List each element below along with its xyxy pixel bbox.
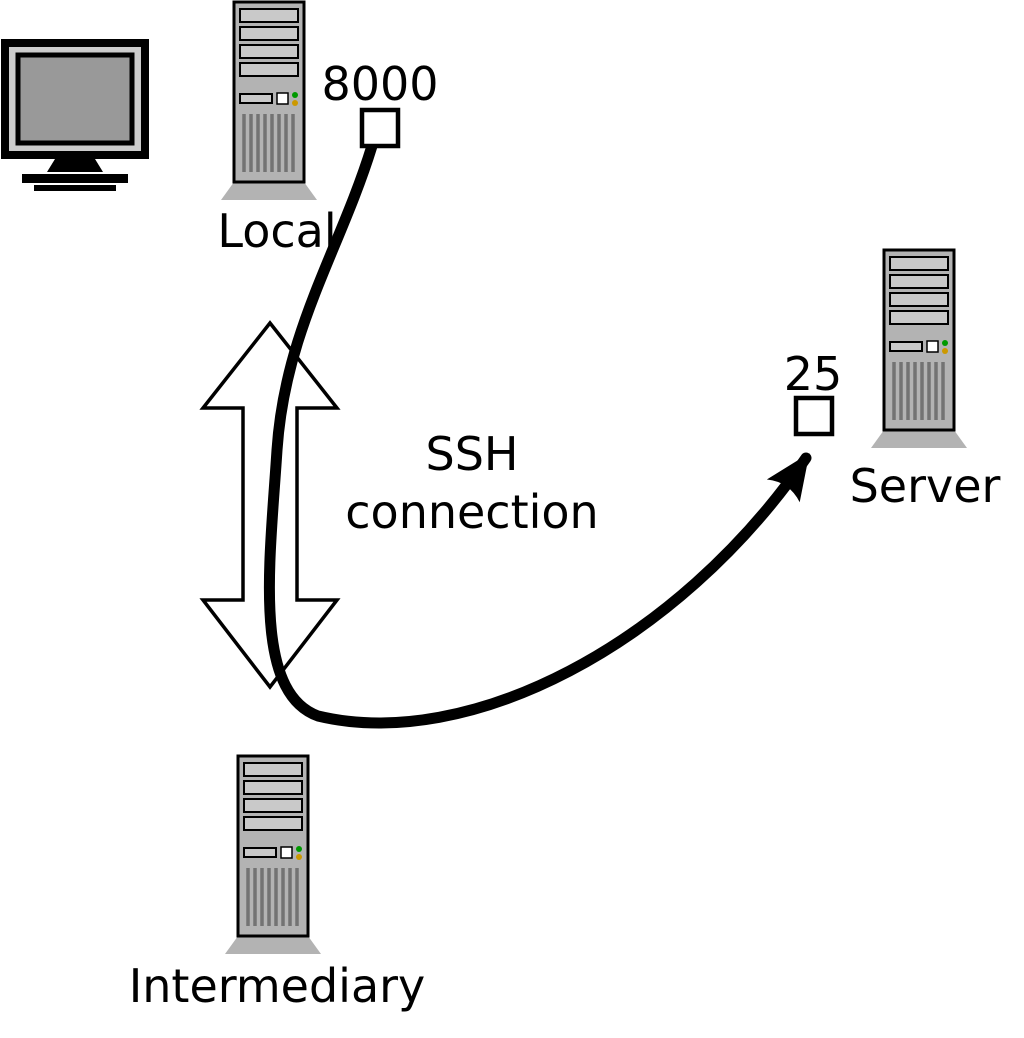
monitor-screen: [15, 52, 135, 146]
server-label: Server: [850, 459, 1001, 513]
monitor-stand-neck: [47, 159, 103, 172]
tunnel-curve: [263, 140, 812, 729]
monitor: [1, 39, 149, 191]
ssh-label-line2: connection: [345, 485, 598, 539]
intermediary-label: Intermediary: [129, 959, 426, 1013]
port-25-box: [793, 395, 835, 437]
monitor-stand-foot: [34, 185, 116, 191]
intermediary-computer: [223, 754, 323, 956]
port-8000-label: 8000: [321, 57, 438, 111]
monitor-stand-base: [22, 174, 128, 183]
local-label: Local: [217, 204, 336, 258]
ssh-label-line1: SSH: [426, 427, 519, 481]
server-computer: [869, 248, 969, 450]
port-25-label: 25: [784, 347, 843, 401]
local-computer: [219, 0, 319, 202]
port-8000-box: [359, 107, 401, 149]
